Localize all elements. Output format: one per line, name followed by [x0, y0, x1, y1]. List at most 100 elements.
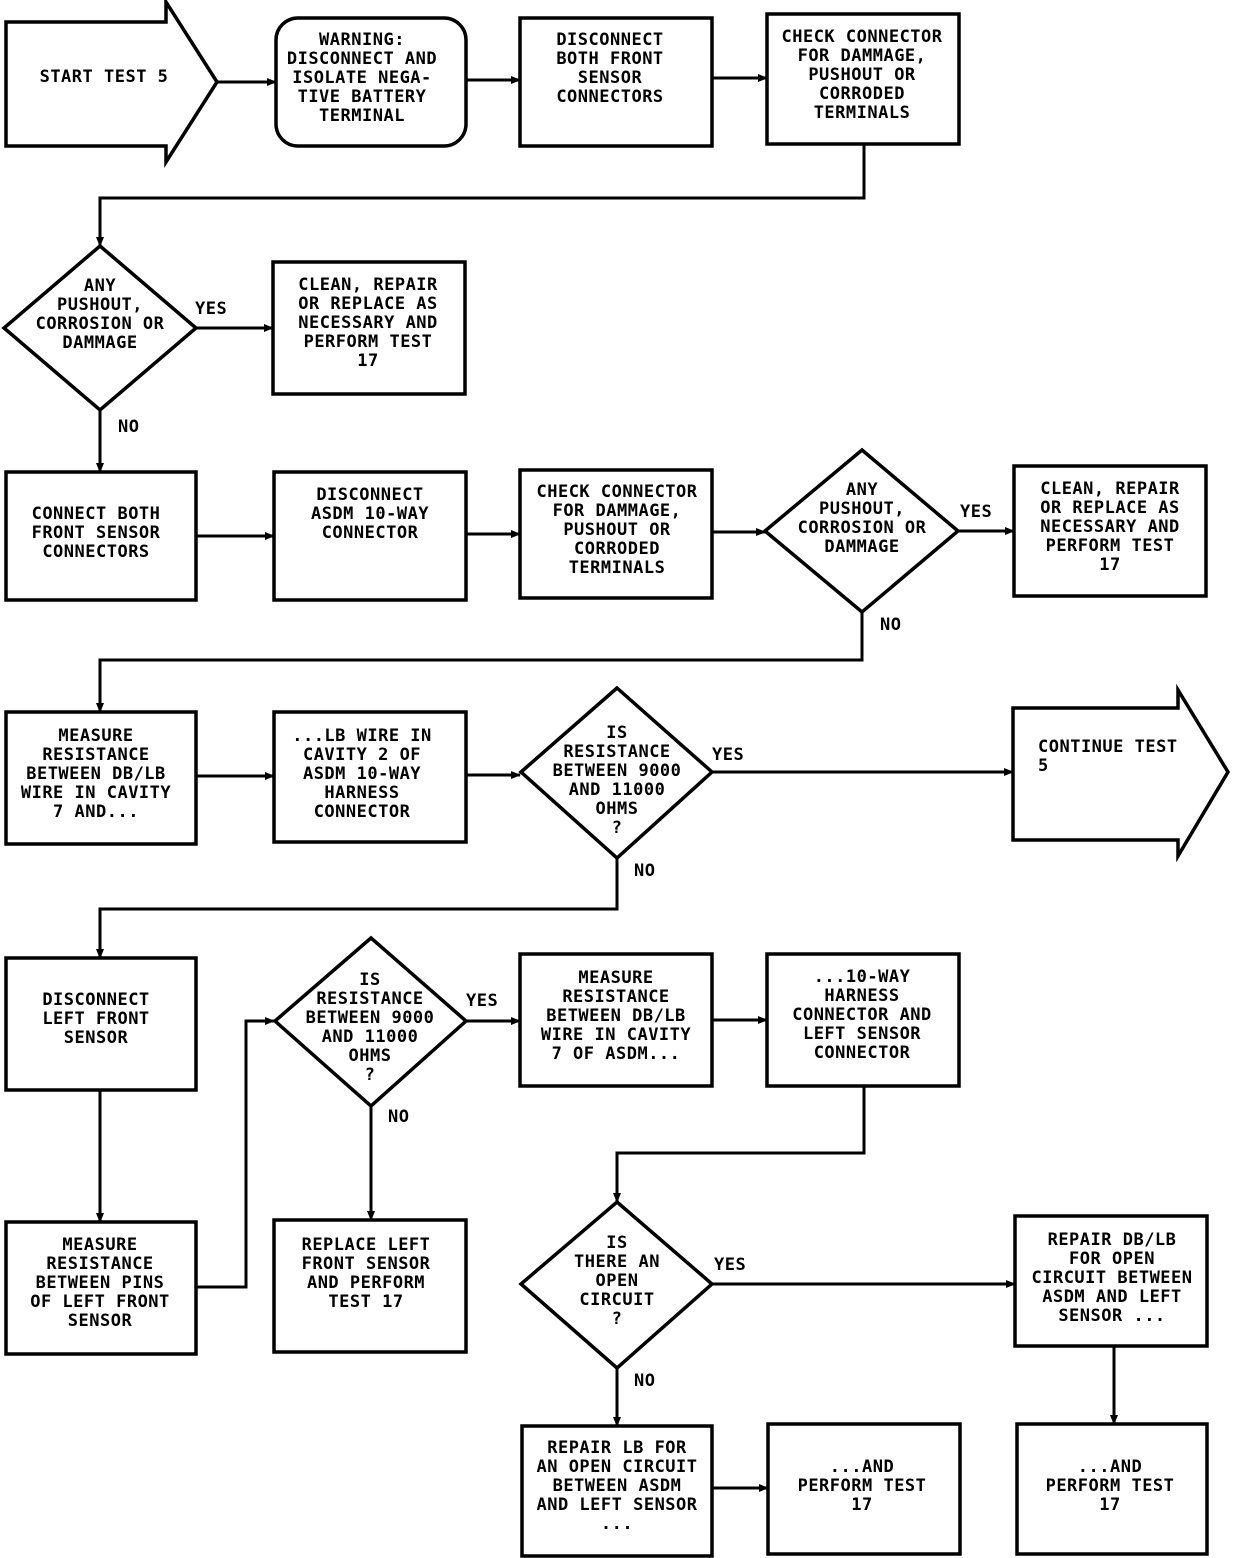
node-line: 17: [1099, 1495, 1120, 1515]
arrow-measure3-to-decision4: [196, 1017, 275, 1289]
node-line: REPLACE LEFT: [302, 1235, 431, 1255]
node-line: CHECK CONNECTOR: [536, 482, 697, 502]
label-yes-2: YES: [960, 502, 992, 522]
connect-sensors-box: [4, 470, 198, 602]
node-line: CIRCUIT: [579, 1290, 654, 1310]
node-line: TERMINALS: [569, 558, 666, 578]
node-line: SENSOR: [578, 68, 643, 88]
arrow-harness-to-decision5: [613, 1086, 866, 1203]
node-line: BETWEEN DB/LB: [546, 1006, 686, 1026]
node-line: AND LEFT SENSOR: [536, 1495, 697, 1515]
node-line: CONNECTORS: [556, 87, 663, 107]
arrow-decision2-no: [96, 612, 864, 713]
node-line: IS: [606, 723, 627, 743]
node-line: FOR DAMMAGE,: [798, 46, 927, 66]
node-line: IS: [359, 970, 380, 990]
node-line: CORROSION OR: [36, 314, 165, 334]
node-line: BETWEEN 9000: [306, 1008, 435, 1028]
node-line: FOR DAMMAGE,: [553, 501, 682, 521]
node-line: 7 AND...: [53, 802, 139, 822]
node-line: AND 11000: [569, 780, 666, 800]
node-line: MEASURE: [578, 968, 653, 988]
node-line: RESISTANCE: [46, 1254, 153, 1274]
node-line: 17: [851, 1495, 872, 1515]
node-line: OHMS: [349, 1046, 392, 1066]
node-line: RESISTANCE: [42, 745, 149, 765]
node-line: DAMMAGE: [62, 333, 137, 353]
measure-box-2: [518, 952, 714, 1088]
node-line: FRONT SENSOR: [302, 1254, 431, 1274]
node-line: FOR OPEN: [1069, 1249, 1155, 1269]
node-line: BETWEEN DB/LB: [26, 764, 166, 784]
node-line: NECESSARY AND: [1040, 517, 1180, 537]
node-line: CONNECTOR AND: [792, 1005, 932, 1025]
node-line: CONNECTOR: [314, 802, 411, 822]
label-no-1: NO: [118, 417, 139, 437]
node-line: ASDM AND LEFT: [1042, 1287, 1182, 1307]
node-line: DISCONNECT: [42, 990, 149, 1010]
node-line: TERMINAL: [319, 106, 405, 126]
node-line: CONNECTOR: [322, 523, 419, 543]
node-line: ASDM 10-WAY: [311, 504, 429, 524]
decision-diamond-5: [518, 1199, 715, 1371]
node-line: TIVE BATTERY: [298, 87, 427, 107]
node-line: 5: [1038, 756, 1049, 776]
node-line: CORRODED: [574, 539, 660, 559]
node-line: DISCONNECT: [316, 485, 423, 505]
node-line: CONNECT BOTH: [32, 504, 161, 524]
node-line: ?: [365, 1065, 376, 1085]
node-line: ...: [601, 1514, 633, 1534]
node-line: FRONT SENSOR: [32, 523, 161, 543]
node-line: OPEN: [596, 1271, 639, 1291]
node-line: THERE AN: [574, 1252, 660, 1272]
node-line: DAMMAGE: [824, 537, 899, 557]
node-line: SENSOR ...: [1058, 1306, 1165, 1326]
node-line: TERMINALS: [814, 103, 911, 123]
node-line: ANY: [84, 276, 116, 296]
node-line: MEASURE: [62, 1235, 137, 1255]
node-line: DISCONNECT: [556, 30, 663, 50]
node-line: OR REPLACE AS: [1040, 498, 1180, 518]
disconnect-front-box: [518, 16, 714, 148]
node-line: WIRE IN CAVITY: [541, 1025, 692, 1045]
clean-repair-box-1: [271, 260, 467, 396]
node-line: AN OPEN CIRCUIT: [536, 1457, 697, 1477]
disconnect-asdm-box: [272, 470, 468, 602]
repair-db-box: [1013, 1214, 1209, 1348]
node-line: CIRCUIT BETWEEN: [1031, 1268, 1192, 1288]
node-line: AND PERFORM: [307, 1273, 425, 1293]
decision-diamond-3: [518, 685, 715, 861]
label-yes-5: YES: [714, 1255, 746, 1275]
node-line: BETWEEN ASDM: [553, 1476, 682, 1496]
node-line: PUSHOUT,: [57, 295, 143, 315]
node-line: START TEST 5: [40, 67, 169, 87]
label-yes-1: YES: [195, 299, 227, 319]
node-line: ...AND: [830, 1457, 894, 1477]
harness-connector-box: [765, 952, 961, 1088]
decision-diamond-2: [762, 447, 961, 615]
node-line: RESISTANCE: [563, 742, 670, 762]
node-line: OHMS: [596, 799, 639, 819]
node-line: CORROSION OR: [798, 518, 927, 538]
node-line: WIRE IN CAVITY: [21, 783, 172, 803]
node-line: IS: [606, 1233, 627, 1253]
node-line: ?: [612, 818, 623, 838]
node-line: OR REPLACE AS: [298, 294, 438, 314]
node-line: PERFORM TEST: [798, 1476, 927, 1496]
node-line: CLEAN, REPAIR: [1040, 479, 1180, 499]
node-line: LEFT SENSOR: [803, 1024, 921, 1044]
